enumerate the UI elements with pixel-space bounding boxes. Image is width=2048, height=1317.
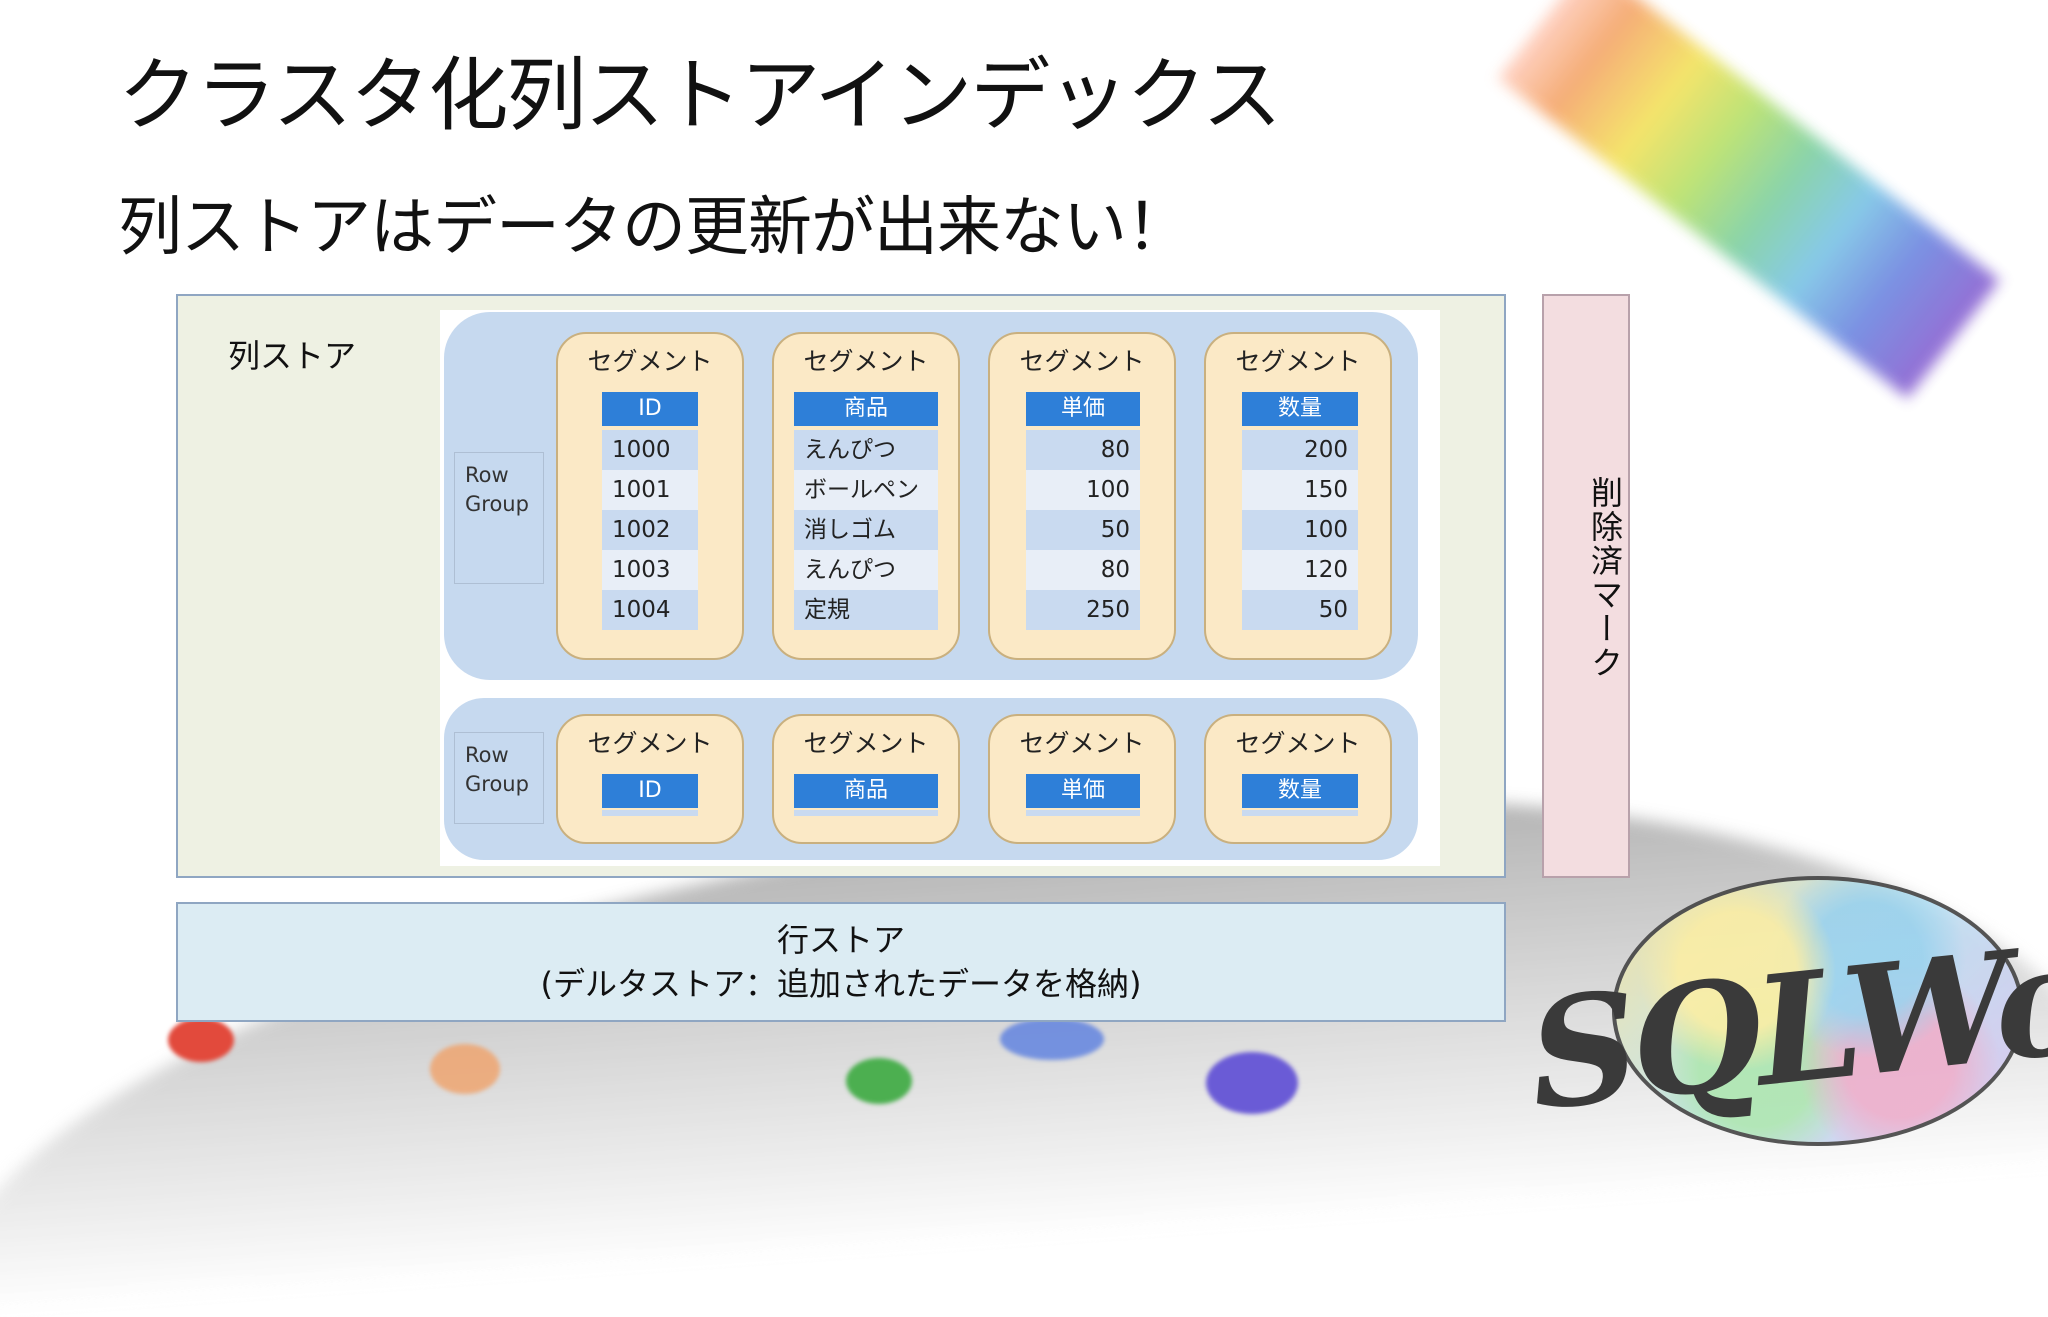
row-group-1-label: Row Group	[454, 452, 544, 584]
segment-title: セグメント	[1235, 347, 1361, 376]
segment-product-2: セグメント 商品	[772, 714, 960, 844]
segment-title: セグメント	[1019, 347, 1145, 376]
logo-globe-icon	[1612, 876, 2024, 1146]
segment-product: セグメント 商品 えんぴつ ボールペン 消しゴム えんぴつ 定規	[772, 332, 960, 660]
page-subtitle: 列ストアはデータの更新が出来ない！	[118, 191, 1190, 265]
cell-id-5: 1004	[602, 590, 698, 630]
cell-id-4: 1003	[602, 550, 698, 590]
row-stub	[602, 810, 698, 816]
decor-dot-green	[846, 1058, 912, 1104]
cell-product-4: えんぴつ	[794, 550, 938, 590]
cell-product-1: えんぴつ	[794, 430, 938, 470]
cell-unit-price-4: 80	[1026, 550, 1140, 590]
row-store-description: (デルタストア：追加されたデータを格納)	[540, 965, 1142, 1003]
segment-title: セグメント	[803, 729, 929, 758]
cell-quantity-5: 50	[1242, 590, 1358, 630]
decor-dot-blue	[1000, 1018, 1104, 1060]
column-header-id-2: ID	[602, 774, 698, 808]
column-header-id: ID	[602, 392, 698, 426]
column-store-label: 列ストア	[228, 337, 357, 375]
cell-quantity-1: 200	[1242, 430, 1358, 470]
column-header-quantity: 数量	[1242, 392, 1358, 426]
cell-id-2: 1001	[602, 470, 698, 510]
row-stub	[1242, 810, 1358, 816]
row-store-title: 行ストア	[776, 921, 905, 959]
segment-unit-price: セグメント 単価 80 100 50 80 250	[988, 332, 1176, 660]
segment-title: セグメント	[1235, 729, 1361, 758]
column-header-quantity-2: 数量	[1242, 774, 1358, 808]
cell-product-3: 消しゴム	[794, 510, 938, 550]
cell-unit-price-2: 100	[1026, 470, 1140, 510]
cell-unit-price-3: 50	[1026, 510, 1140, 550]
column-header-unit-price: 単価	[1026, 392, 1140, 426]
cell-id-1: 1000	[602, 430, 698, 470]
delete-mark-box: 削除済マーク	[1542, 294, 1630, 878]
column-header-product-2: 商品	[794, 774, 938, 808]
cell-quantity-4: 120	[1242, 550, 1358, 590]
segment-title: セグメント	[587, 347, 713, 376]
segment-unit-price-2: セグメント 単価	[988, 714, 1176, 844]
row-group-2-label: Row Group	[454, 732, 544, 824]
segment-id-2: セグメント ID	[556, 714, 744, 844]
cell-id-3: 1002	[602, 510, 698, 550]
segment-quantity-2: セグメント 数量	[1204, 714, 1392, 844]
delete-mark-label: 削除済マーク	[1586, 476, 1624, 680]
segment-title: セグメント	[803, 347, 929, 376]
cell-unit-price-1: 80	[1026, 430, 1140, 470]
decor-dot-purple	[1206, 1052, 1298, 1114]
segment-title: セグメント	[1019, 729, 1145, 758]
cell-product-5: 定規	[794, 590, 938, 630]
decor-dot-red	[168, 1018, 234, 1062]
column-header-unit-price-2: 単価	[1026, 774, 1140, 808]
column-header-product: 商品	[794, 392, 938, 426]
row-stub	[794, 810, 938, 816]
row-store-box: 行ストア (デルタストア：追加されたデータを格納)	[176, 902, 1506, 1022]
decor-dot-orange	[430, 1044, 500, 1094]
cell-quantity-2: 150	[1242, 470, 1358, 510]
segment-title: セグメント	[587, 729, 713, 758]
cell-quantity-3: 100	[1242, 510, 1358, 550]
segment-id: セグメント ID 1000 1001 1002 1003 1004	[556, 332, 744, 660]
page-title: クラスタ化列ストアインデックス	[118, 49, 1282, 142]
row-stub	[1026, 810, 1140, 816]
cell-unit-price-5: 250	[1026, 590, 1140, 630]
segment-quantity: セグメント 数量 200 150 100 120 50	[1204, 332, 1392, 660]
cell-product-2: ボールペン	[794, 470, 938, 510]
